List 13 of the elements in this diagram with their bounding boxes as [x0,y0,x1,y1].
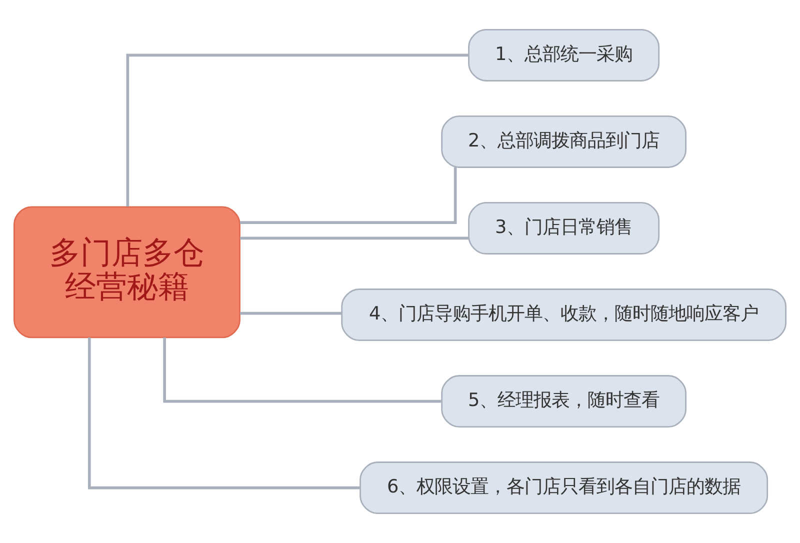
node-box: 3、门店日常销售 [468,202,660,254]
node-box: 多门店多仓经营秘籍 [14,206,240,338]
node-box: 1、总部统一采购 [468,28,660,82]
node-box: 5、经理报表，随时查看 [441,375,686,428]
connector [240,236,469,240]
node-box: 4、门店导购手机开单、收款，随时随地响应客户 [341,288,786,341]
connector [126,54,469,206]
node-box: 2、总部调拨商品到门店 [441,115,686,168]
connector [163,338,442,403]
connector [88,337,360,490]
connector [240,312,342,315]
connector [240,167,457,224]
node-box: 6、权限设置，各门店只看到各自门店的数据 [360,462,768,514]
